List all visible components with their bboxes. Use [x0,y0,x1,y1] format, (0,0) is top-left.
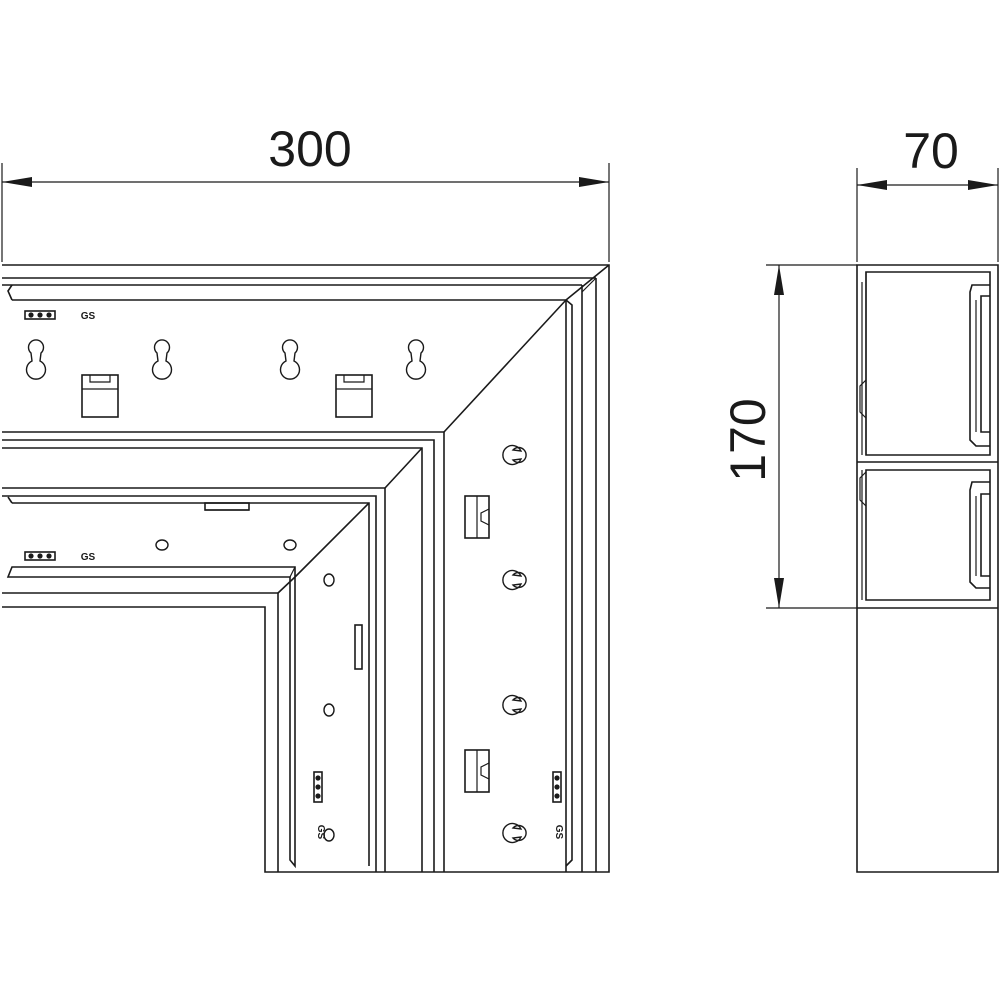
brand-mark-middle: GS [81,552,96,563]
brand-mark-top: GS [81,311,96,322]
brand-mark-outer-side: GS [553,825,564,840]
depth-dimension: 70 [856,123,999,262]
corner-piece-side-view [856,264,999,873]
height-dimension: 170 [720,264,857,609]
width-dimension: 300 [1,121,610,262]
brand-mark-inner-side: GS [315,825,326,840]
corner-piece-front-view: GS GS GS GS [2,264,610,873]
width-dimension-label: 300 [268,121,351,177]
height-dimension-label: 170 [720,398,776,481]
depth-dimension-label: 70 [903,123,959,179]
